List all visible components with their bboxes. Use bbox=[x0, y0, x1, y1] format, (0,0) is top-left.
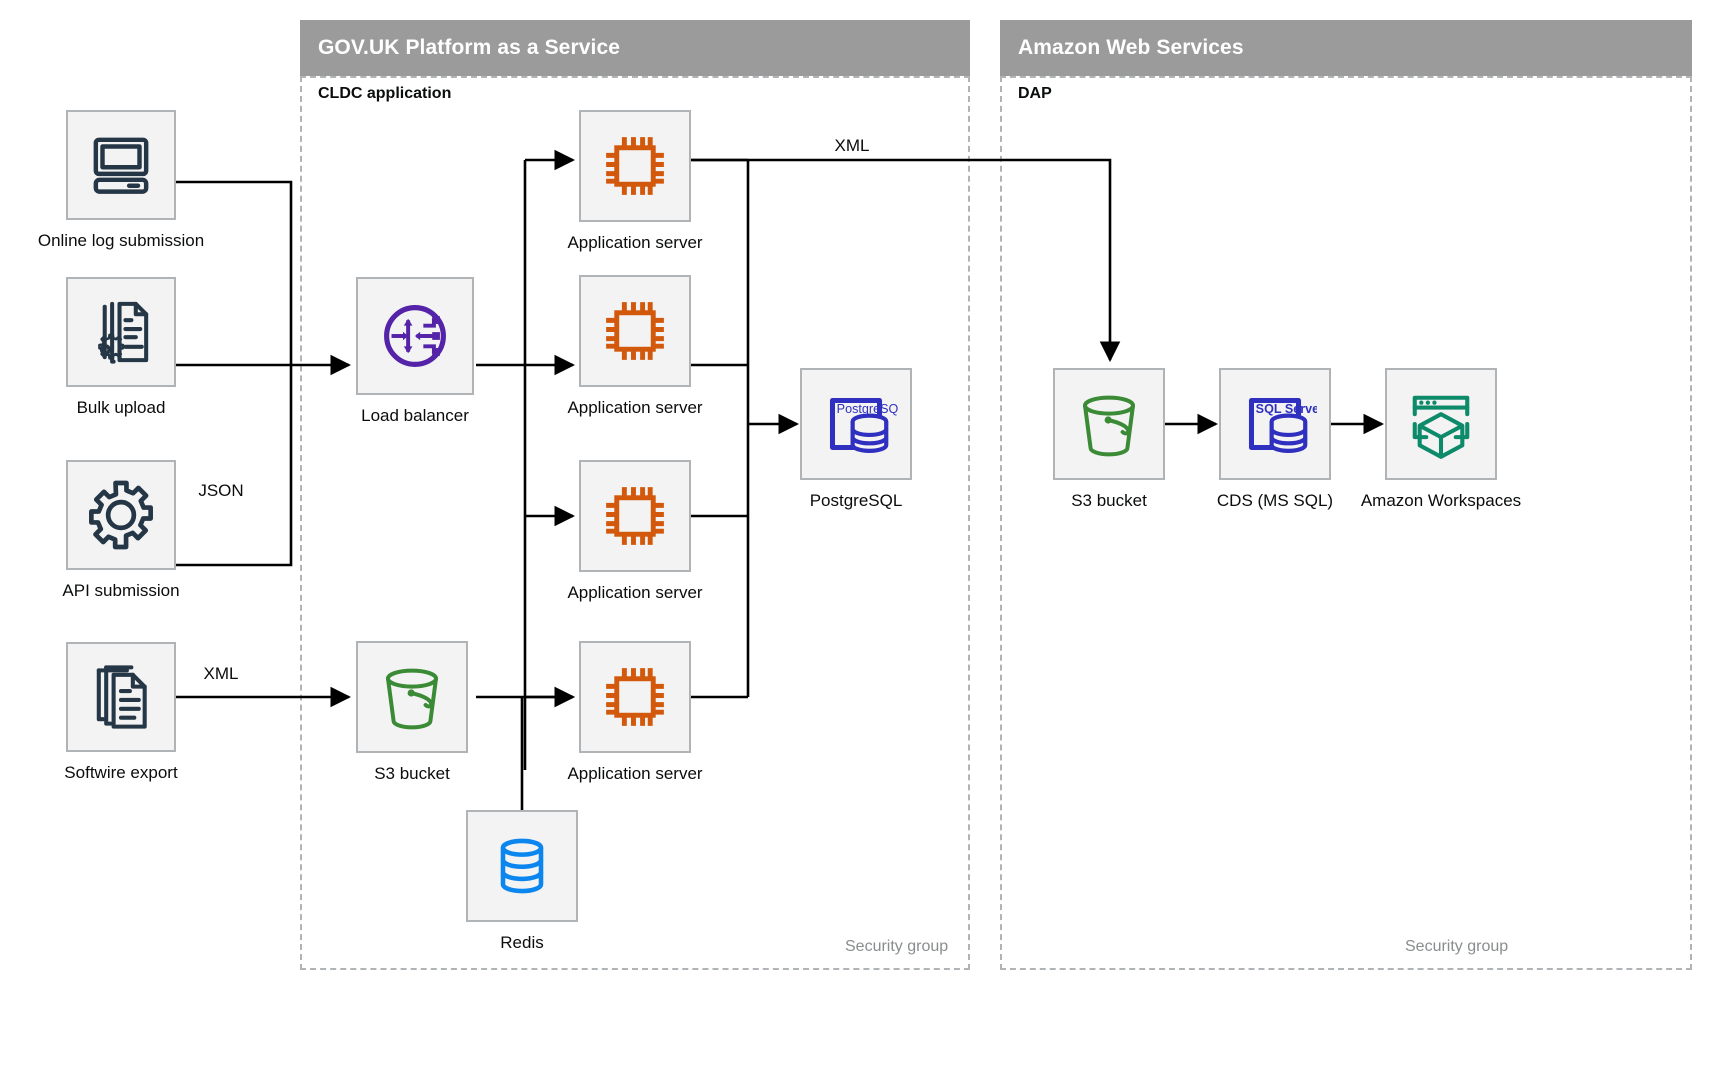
cpu-chip-icon bbox=[597, 478, 673, 554]
node-bulk-upload[interactable]: Bulk upload bbox=[66, 277, 176, 417]
node-caption: Online log submission bbox=[37, 231, 205, 250]
amazon-workspaces-icon bbox=[1400, 383, 1482, 465]
node-tile bbox=[66, 110, 176, 220]
node-caption: Application server bbox=[567, 583, 703, 602]
s3-bucket-icon bbox=[372, 657, 452, 737]
svg-text:PostgreSQL: PostgreSQL bbox=[837, 402, 898, 416]
node-caption: Softwire export bbox=[64, 763, 178, 782]
node-tile bbox=[66, 642, 176, 752]
document-gear-icon bbox=[84, 295, 158, 369]
node-tile bbox=[579, 110, 691, 222]
s3-bucket-icon bbox=[1069, 384, 1149, 464]
node-caption: Load balancer bbox=[361, 406, 469, 425]
node-s3-bucket-aws[interactable]: S3 bucket bbox=[1053, 368, 1165, 510]
node-caption: Application server bbox=[567, 233, 703, 252]
node-app-server-2[interactable]: Application server bbox=[567, 275, 703, 417]
node-tile: PostgreSQL bbox=[800, 368, 912, 480]
node-app-server-1[interactable]: Application server bbox=[567, 110, 703, 252]
group-header-aws-title: Amazon Web Services bbox=[1018, 36, 1244, 59]
security-group-box-paas bbox=[300, 76, 970, 970]
node-caption: Application server bbox=[567, 398, 703, 417]
edge-label-xml-dap: XML bbox=[834, 136, 870, 155]
group-header-paas: GOV.UK Platform as a Service bbox=[300, 20, 970, 76]
node-app-server-3[interactable]: Application server bbox=[567, 460, 703, 602]
cpu-chip-icon bbox=[597, 293, 673, 369]
node-redis[interactable]: Redis bbox=[466, 810, 578, 952]
node-caption: Redis bbox=[500, 933, 544, 952]
security-group-label-aws: Security group bbox=[1405, 938, 1509, 955]
security-group-box-aws bbox=[1000, 76, 1692, 970]
node-amazon-workspaces[interactable]: Amazon Workspaces bbox=[1361, 368, 1521, 510]
node-tile bbox=[1385, 368, 1497, 480]
node-tile bbox=[579, 460, 691, 572]
node-online-log-submission[interactable]: Online log submission bbox=[38, 110, 204, 250]
node-tile bbox=[1053, 368, 1165, 480]
gear-icon bbox=[82, 476, 160, 554]
node-caption: S3 bucket bbox=[1071, 491, 1147, 510]
node-caption: API submission bbox=[62, 581, 180, 600]
node-app-server-4[interactable]: Application server bbox=[567, 641, 703, 783]
load-balancer-icon bbox=[372, 293, 458, 379]
node-tile bbox=[356, 641, 468, 753]
node-tile bbox=[356, 277, 474, 395]
node-tile bbox=[579, 641, 691, 753]
desktop-computer-icon bbox=[84, 128, 158, 202]
node-tile bbox=[66, 277, 176, 387]
cpu-chip-icon bbox=[597, 128, 673, 204]
node-caption: Bulk upload bbox=[76, 398, 166, 417]
node-softwire-export[interactable]: Softwire export bbox=[64, 642, 178, 782]
node-load-balancer[interactable]: Load balancer bbox=[356, 277, 474, 425]
documents-stack-icon bbox=[84, 660, 158, 734]
node-tile bbox=[66, 460, 176, 570]
node-caption: PostgreSQL bbox=[809, 491, 903, 510]
node-tile: SQL Server bbox=[1219, 368, 1331, 480]
group-header-aws: Amazon Web Services bbox=[1000, 20, 1692, 76]
svg-text:SQL Server: SQL Server bbox=[1256, 402, 1317, 416]
node-caption: CDS (MS SQL) bbox=[1216, 491, 1334, 510]
subgroup-label-dap: DAP bbox=[1018, 85, 1052, 102]
node-s3-bucket-paas[interactable]: S3 bucket bbox=[356, 641, 468, 783]
edge-label-json: JSON bbox=[198, 481, 244, 500]
node-caption: S3 bucket bbox=[374, 764, 450, 783]
group-header-paas-title: GOV.UK Platform as a Service bbox=[318, 36, 620, 59]
node-caption: Amazon Workspaces bbox=[1360, 491, 1522, 510]
node-cds-ms-sql[interactable]: SQL Server CDS (MS SQL) bbox=[1217, 368, 1333, 510]
node-tile bbox=[466, 810, 578, 922]
node-tile bbox=[579, 275, 691, 387]
sql-server-database-icon: SQL Server bbox=[1233, 382, 1317, 466]
security-group-label-paas: Security group bbox=[845, 938, 949, 955]
node-postgresql[interactable]: PostgreSQL PostgreSQL bbox=[800, 368, 912, 510]
postgresql-database-icon: PostgreSQL bbox=[814, 382, 898, 466]
node-api-submission[interactable]: API submission bbox=[62, 460, 180, 600]
redis-database-icon bbox=[484, 828, 560, 904]
node-caption: Application server bbox=[567, 764, 703, 783]
cpu-chip-icon bbox=[597, 659, 673, 735]
subgroup-label-cldc: CLDC application bbox=[318, 85, 452, 102]
edge-label-xml-softwire: XML bbox=[203, 664, 239, 683]
